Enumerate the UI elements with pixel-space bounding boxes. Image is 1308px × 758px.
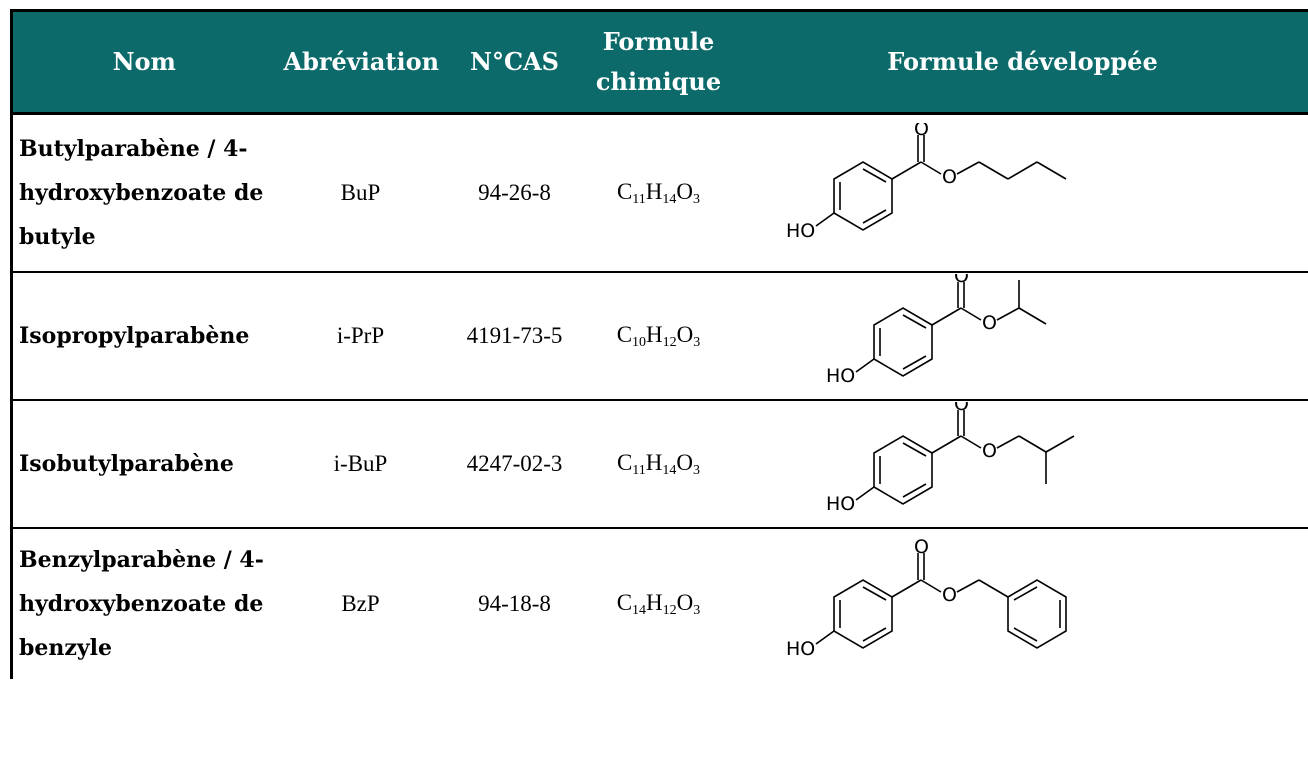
header-nom: Nom — [10, 9, 276, 115]
formula-subscript: 10 — [632, 334, 647, 350]
formula-subscript: 14 — [662, 191, 677, 207]
cell-formula: C11H14O3 — [583, 113, 734, 273]
formula-subscript: 14 — [662, 462, 677, 478]
atom-label-oxygen: O — [914, 123, 929, 140]
nom-line: hydroxybenzoate de — [19, 591, 264, 617]
nom-line: hydroxybenzoate de — [19, 180, 264, 206]
atom-label-hydroxyl: HO — [786, 220, 815, 242]
header-formule-line1: Formule — [602, 27, 715, 56]
table-row: Isopropylparabène i-PrP 4191-73-5 C10H12… — [10, 272, 1308, 401]
header-abreviation: Abréviation — [275, 9, 446, 115]
isobutylparaben-structure-diagram: O O HO — [826, 402, 1074, 515]
formula-element: H — [646, 589, 663, 615]
parabens-table: Nom Abréviation N°CAS Formule chimique F… — [10, 9, 1308, 679]
cell-abbreviation: BuP — [275, 113, 446, 273]
cell-structure: O O HO — [734, 528, 1308, 679]
table-row: Butylparabène / 4- hydroxybenzoate de bu… — [10, 113, 1308, 273]
butylparaben-structure-diagram: O O HO — [786, 123, 1066, 242]
atom-label-hydroxyl: HO — [826, 493, 855, 515]
header-formule-developpee: Formule développée — [733, 9, 1308, 115]
atom-label-oxygen: O — [942, 584, 957, 606]
formula-subscript: 3 — [693, 462, 701, 478]
formula-element: C — [616, 321, 633, 347]
formula-subscript: 14 — [632, 602, 647, 618]
formula-subscript: 3 — [693, 334, 701, 350]
nom-line: Isopropylparabène — [19, 323, 250, 349]
header-formule-chimique: Formule chimique — [583, 9, 734, 115]
formula-subscript: 3 — [693, 191, 701, 207]
atom-label-oxygen: O — [942, 166, 957, 188]
cell-abbreviation: i-BuP — [275, 400, 446, 529]
formula-element: O — [676, 321, 694, 347]
cell-nom: Isobutylparabène — [10, 400, 276, 529]
atom-label-hydroxyl: HO — [826, 365, 855, 387]
formula-subscript: 11 — [632, 191, 646, 207]
formula-element: H — [645, 449, 663, 475]
cell-cas: 94-18-8 — [478, 591, 551, 616]
formula-element: O — [676, 449, 694, 475]
table-row: Benzylparabène / 4- hydroxybenzoate de b… — [10, 528, 1308, 679]
cell-abbreviation: i-PrP — [275, 272, 446, 401]
atom-label-oxygen: O — [982, 440, 997, 462]
formula-subscript: 12 — [662, 334, 677, 350]
nom-line: butyle — [19, 224, 96, 250]
formula-element: O — [676, 178, 694, 204]
atom-label-oxygen: O — [954, 274, 969, 287]
atom-label-oxygen: O — [954, 402, 969, 415]
formula-subscript: 3 — [693, 602, 701, 618]
formula-element: H — [646, 321, 663, 347]
header-row: Nom Abréviation N°CAS Formule chimique F… — [10, 9, 1308, 115]
isopropylparaben-structure-diagram: O O HO — [826, 274, 1046, 387]
cell-structure: O O HO — [733, 272, 1308, 401]
cell-formula: C10H12O3 — [583, 272, 734, 401]
cell-nom: Butylparabène / 4- hydroxybenzoate de bu… — [10, 113, 276, 273]
nom-line: benzyle — [19, 635, 113, 661]
formula-subscript: 11 — [632, 462, 646, 478]
nom-line: Benzylparabène / 4- — [19, 547, 264, 573]
cell-structure: O O HO — [733, 400, 1308, 529]
atom-label-hydroxyl: HO — [786, 638, 815, 660]
nom-line: Butylparabène / 4- — [19, 136, 248, 162]
cell-cas: 4191-73-5 — [445, 272, 584, 401]
cell-cas: 94-26-8 — [445, 113, 584, 273]
formula-element: C — [616, 178, 633, 204]
formula-subscript: 12 — [662, 602, 677, 618]
cell-cas: 4247-02-3 — [445, 400, 584, 529]
cell-formula: C11H14O3 — [583, 400, 734, 529]
cell-formula: C14H12O3 — [584, 528, 734, 679]
cell-structure: O O HO — [733, 113, 1308, 273]
formula-element: O — [676, 589, 694, 615]
atom-label-oxygen: O — [914, 536, 929, 558]
formula-element: C — [616, 589, 633, 615]
formula-element: C — [616, 449, 633, 475]
atom-label-oxygen: O — [982, 312, 997, 334]
cell-nom: Benzylparabène / 4- hydroxybenzoate de b… — [10, 528, 276, 679]
cell-nom: Isopropylparabène — [10, 272, 276, 401]
header-cas: N°CAS — [445, 9, 584, 115]
table-row: Isobutylparabène i-BuP 4247-02-3 C11H14O… — [10, 400, 1308, 529]
cell-abbreviation: BzP — [341, 591, 380, 616]
formula-element: H — [645, 178, 663, 204]
table-header: Nom Abréviation N°CAS Formule chimique F… — [10, 9, 1308, 115]
nom-line: Isobutylparabène — [19, 451, 234, 477]
header-formule-line2: chimique — [595, 67, 722, 96]
benzylparaben-structure-diagram: O O HO — [786, 536, 1067, 660]
